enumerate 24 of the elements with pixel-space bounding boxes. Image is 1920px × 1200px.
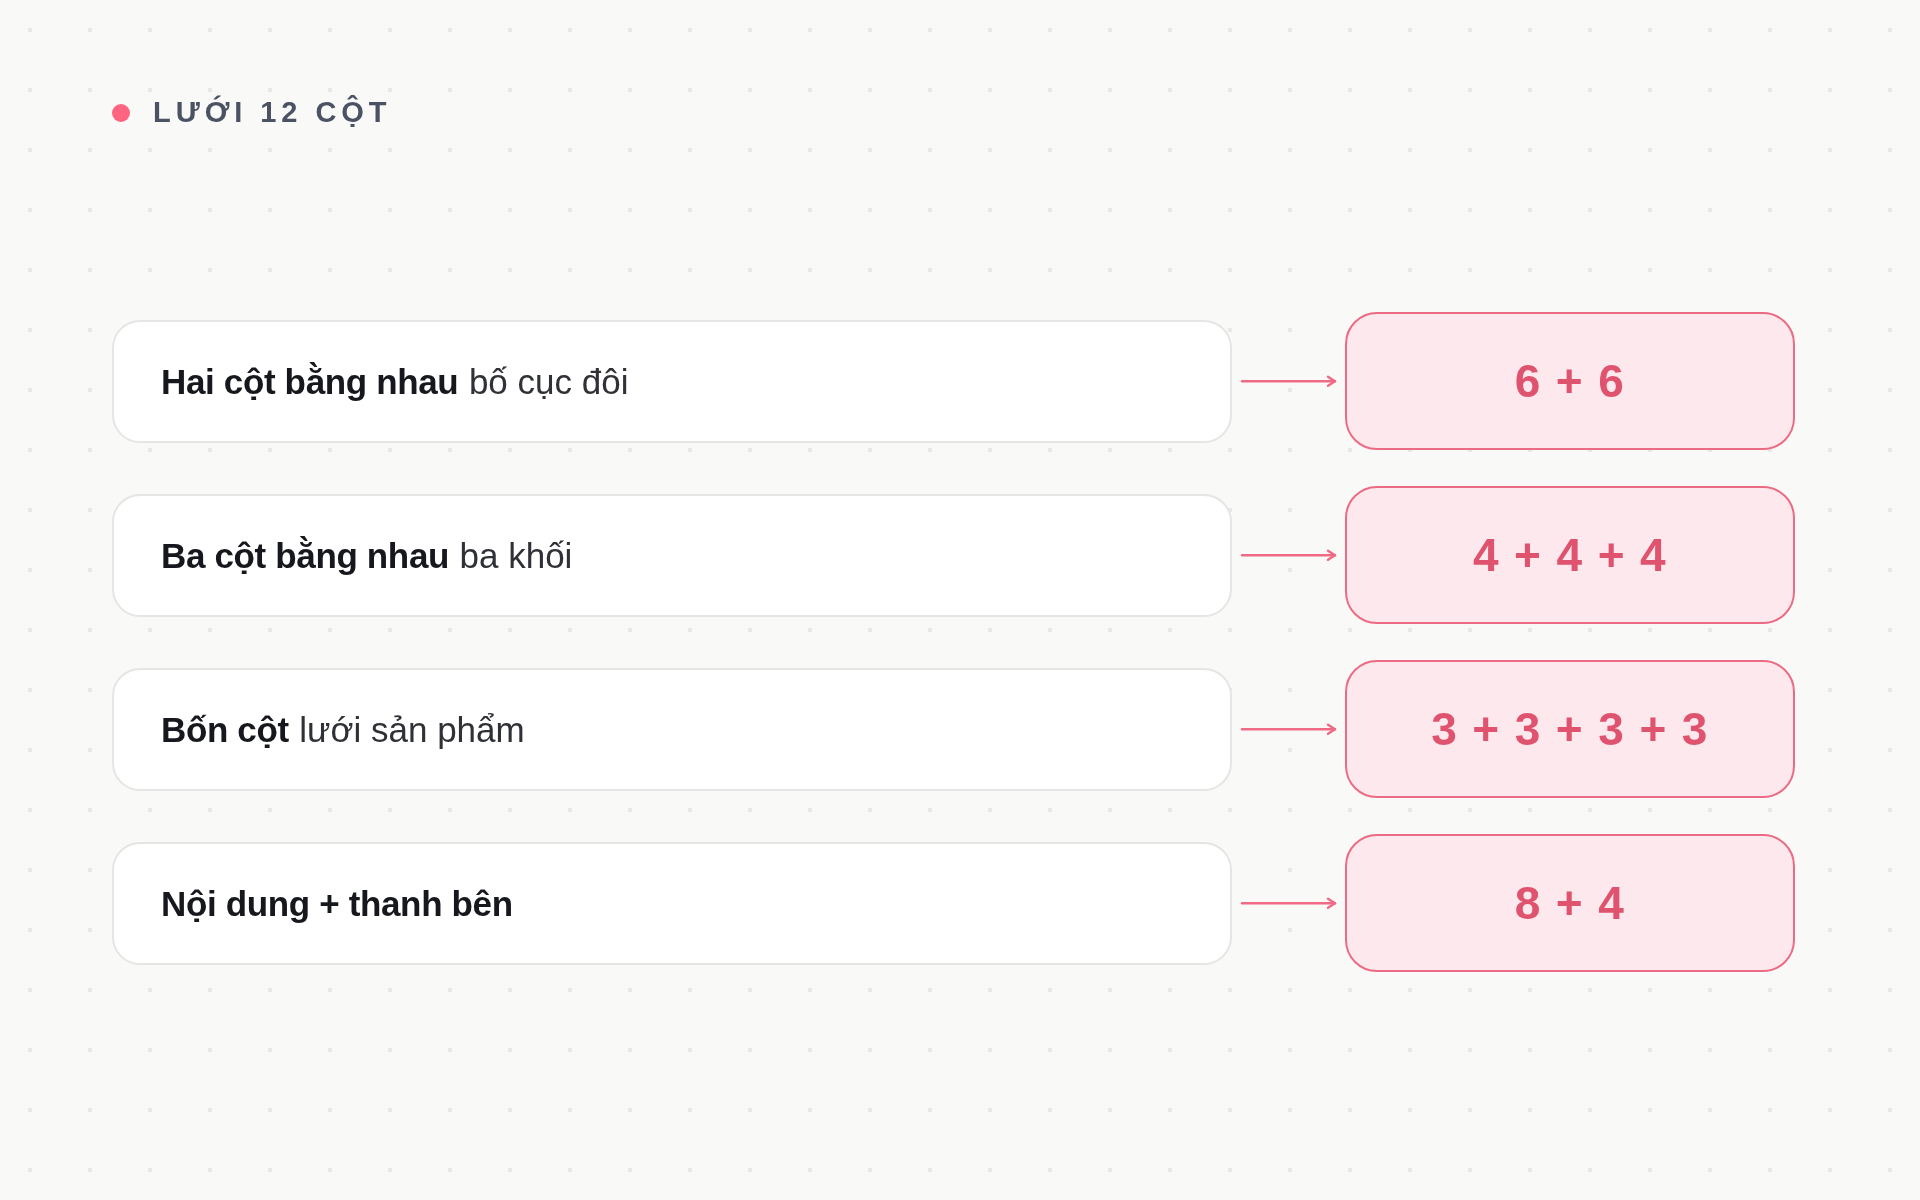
arrow <box>1240 723 1337 735</box>
arrow <box>1240 897 1337 909</box>
title: LƯỚI 12 CỘT <box>153 96 392 129</box>
column-ratio-box <box>1345 312 1795 450</box>
layout-card <box>112 320 1232 443</box>
column-ratio: 6 + 6 <box>1514 354 1626 408</box>
layout-description: lưới sản phẩm <box>299 709 525 750</box>
arrow <box>1240 375 1337 387</box>
layout-description: ba khối <box>459 535 573 576</box>
layout-card <box>112 842 1232 965</box>
column-ratio-box <box>1345 660 1795 798</box>
layout-description: bố cục đôi <box>468 361 629 402</box>
arrow <box>1240 549 1337 561</box>
layout-card <box>112 668 1232 791</box>
column-ratio: 3 + 3 + 3 + 3 <box>1431 702 1709 756</box>
column-ratio: 8 + 4 <box>1514 876 1626 930</box>
layout-name: Hai cột bằng nhau <box>161 361 459 402</box>
layout-name: Nội dung + thanh bên <box>161 883 513 924</box>
layout-name: Bốn cột <box>161 709 289 750</box>
layout-card <box>112 494 1232 617</box>
column-ratio: 4 + 4 + 4 <box>1473 528 1667 582</box>
column-ratio-box <box>1345 834 1795 972</box>
layout-name: Ba cột bằng nhau <box>161 535 450 576</box>
column-ratio-box <box>1345 486 1795 624</box>
